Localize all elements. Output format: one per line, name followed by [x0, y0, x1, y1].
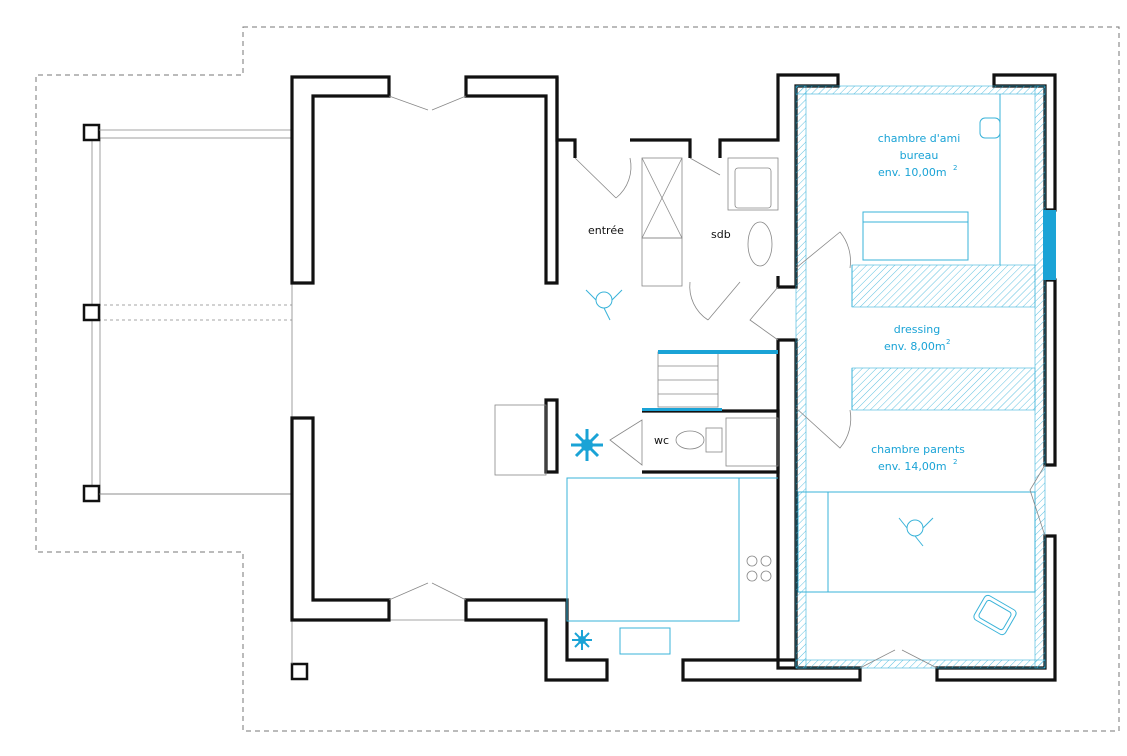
chair-icon	[979, 117, 1001, 139]
room-label-dressing: dressing	[894, 323, 941, 336]
room-label-entree: entrée	[588, 224, 624, 237]
room-label-chambre-parents: chambre parents	[871, 443, 965, 456]
room-area-chambre-parents: env. 14,00m	[878, 460, 947, 473]
room-area-dressing: env. 8,00m	[884, 340, 946, 353]
terrace	[82, 123, 548, 681]
room-label-wc: wc	[654, 434, 669, 447]
room-area-exp-chambre-parents: 2	[953, 458, 957, 466]
insulation	[795, 85, 1056, 669]
room-label-bureau: bureau	[900, 149, 939, 162]
room-area-exp-chambre-ami: 2	[953, 164, 957, 172]
room-label-sdb: sdb	[711, 228, 731, 241]
person-icon	[898, 517, 934, 547]
plant-icon	[571, 429, 603, 461]
fixtures	[494, 157, 779, 476]
room-label-chambre-ami: chambre d'ami	[878, 132, 961, 145]
plant-icon	[572, 630, 592, 650]
kitchen	[566, 477, 778, 655]
room-area-exp-dressing: 2	[946, 338, 950, 346]
doors	[388, 95, 1046, 669]
site-outline	[35, 26, 1120, 732]
room-area-chambre-ami: env. 10,00m	[878, 166, 947, 179]
person-icon	[585, 289, 623, 321]
chair-icon	[973, 594, 1017, 636]
